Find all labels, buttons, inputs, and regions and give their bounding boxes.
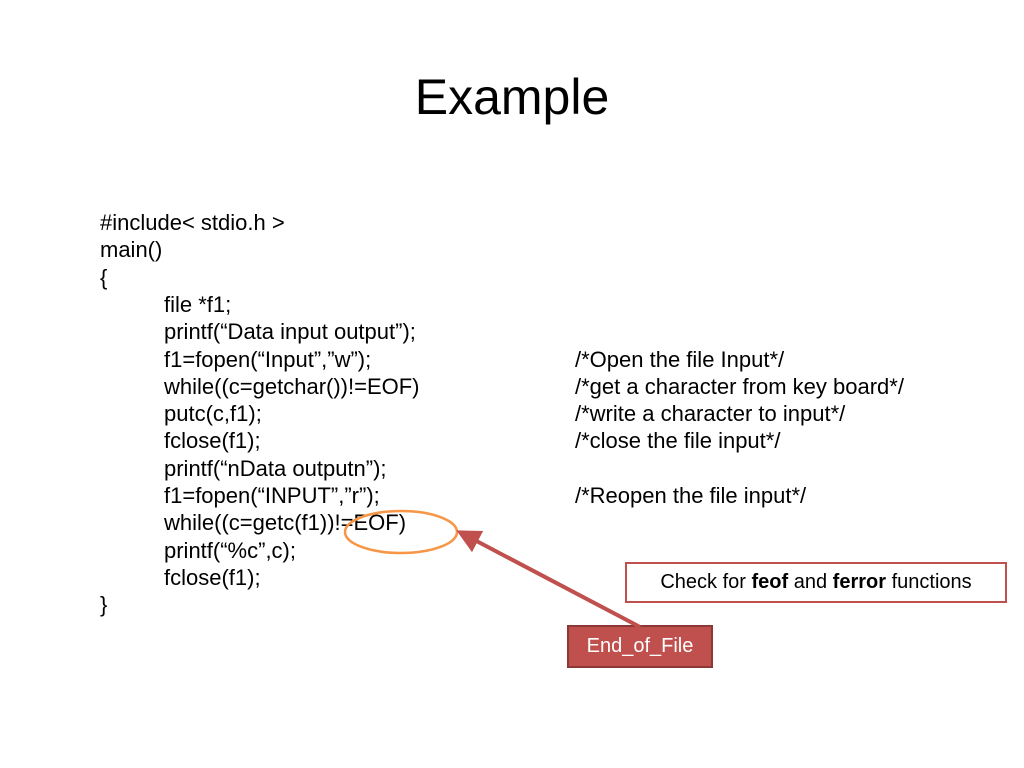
- code-comment: /*close the file input*/: [575, 428, 781, 454]
- callout-suffix: functions: [886, 571, 972, 593]
- code-line: #include< stdio.h >: [100, 210, 285, 235]
- code-line: fclose(f1);: [164, 428, 261, 454]
- code-line: fclose(f1);: [164, 564, 261, 590]
- code-line: printf(“%c”,c);: [164, 537, 296, 563]
- code-line: putc(c,f1);: [164, 401, 262, 427]
- code-line: {: [100, 264, 108, 290]
- code-comment: /*Open the file Input*/: [575, 346, 785, 372]
- callout-middle: and: [788, 571, 833, 593]
- code-line: f1=fopen(“Input”,”w”);: [164, 346, 372, 372]
- code-line: file *f1;: [164, 291, 232, 317]
- code-line: printf(“Data input output”);: [164, 319, 416, 345]
- end-of-file-label: End_of_File: [567, 625, 713, 668]
- slide-title: Example: [414, 69, 610, 125]
- feof-ferror-callout: Check for feof and ferror functions: [625, 562, 1007, 603]
- code-comment: /*write a character to input*/: [575, 401, 846, 427]
- code-comment: /*Reopen the file input*/: [575, 483, 807, 508]
- code-line: while((c=getchar())!=EOF): [164, 373, 420, 399]
- code-comment: /*get a character from key board*/: [575, 373, 904, 399]
- code-line: }: [100, 592, 108, 618]
- callout-feof: feof: [751, 571, 789, 593]
- callout-ferror: ferror: [832, 571, 887, 593]
- code-line: printf(“nData outputn”);: [164, 455, 387, 481]
- code-line: main(): [100, 237, 163, 263]
- callout-prefix: Check for: [660, 571, 752, 593]
- eof-arrow: [456, 530, 641, 629]
- code-line: f1=fopen(“INPUT”,”r”);: [164, 483, 380, 508]
- code-line: while((c=getc(f1))!=EOF): [164, 510, 407, 536]
